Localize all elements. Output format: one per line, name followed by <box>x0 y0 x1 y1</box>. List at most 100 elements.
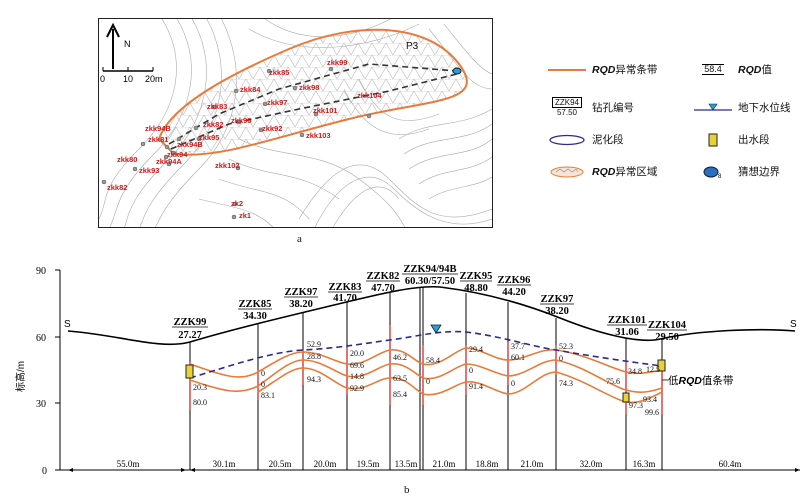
spacing: 13.5m <box>395 459 418 469</box>
bh-name: ZZK99 <box>174 317 207 328</box>
bh-elev: 34.30 <box>243 311 267 322</box>
rqd-value: 74.3 <box>559 379 573 388</box>
bh-label: zkk83 <box>207 102 227 111</box>
water-table-line <box>189 330 663 379</box>
spacing: 21.0m <box>521 459 544 469</box>
bh-name: ZZK95 <box>460 271 493 282</box>
bh-elev: 47.70 <box>371 283 395 294</box>
bh-name: ZZK94/94B <box>403 264 456 275</box>
rqd-value: 34.8 <box>628 367 642 376</box>
rqd-value: 20.0 <box>350 349 364 358</box>
spacing: 20.0m <box>314 459 337 469</box>
spacing: 16.3m <box>633 459 656 469</box>
legend-inferred-boundary: 8 猜想边界 <box>694 164 780 179</box>
rqd-value: 20.3 <box>193 383 207 392</box>
bh-elev: 27.27 <box>178 330 202 341</box>
legend-rqd-value: 58.4 RQD值 <box>702 64 772 76</box>
zone-label: P3 <box>406 41 419 52</box>
scale-bar: 0 10 20m <box>100 67 163 84</box>
legend-borehole-id: ZZK94 57.50 钻孔编号 <box>548 96 634 118</box>
rqd-value: 0 <box>559 354 563 363</box>
bh-elev: 41.70 <box>333 293 357 304</box>
borehole-labels: zkk99 zkk85 zkk98 zkk104 zkk84 zkk83 zkk… <box>107 58 382 220</box>
y-tick: 90 <box>36 266 46 277</box>
contour-map: N 0 10 20m P3 zkk99 zkk85 <box>99 19 492 227</box>
bh-label: zkk95 <box>199 133 219 142</box>
rqd-value: 12.5 <box>646 365 660 374</box>
water-table-marker <box>430 324 442 334</box>
bh-name: ZZK82 <box>367 271 400 282</box>
rqd-values: 20.3 80.0 0 0 83.1 52.9 28.8 94.3 20.0 6… <box>193 340 660 417</box>
bh-label: zkk102 <box>215 161 240 170</box>
rqd-value: 94.3 <box>307 375 321 384</box>
bh-label: zkk84 <box>240 85 261 94</box>
rqd-value: 58.4 <box>426 356 440 365</box>
bh-label: zkk94 <box>167 150 188 159</box>
scale-tick-0: 0 <box>100 74 105 84</box>
rqd-value: 28.8 <box>307 352 321 361</box>
bh-label: zkk93 <box>139 166 159 175</box>
y-tick: 60 <box>36 333 46 344</box>
rqd-value: 99.6 <box>645 408 659 417</box>
bh-name: ZZK85 <box>239 299 272 310</box>
bh-elev: 29.50 <box>655 332 679 343</box>
rqd-value: 92.9 <box>350 384 364 393</box>
y-tick: 30 <box>36 399 46 410</box>
band-note: 低RQD值条带 <box>668 374 733 387</box>
rqd-value: 75.6 <box>606 377 620 386</box>
legend-water-table: 地下水位线 <box>694 100 791 115</box>
rqd-value: 0 <box>511 379 515 388</box>
y-axis-label: 标高/m <box>14 361 27 392</box>
bh-label: zk1 <box>239 211 251 220</box>
svg-text:8: 8 <box>718 174 722 179</box>
rqd-value: 0 <box>426 377 430 386</box>
bh-label: zkk82 <box>107 183 127 192</box>
bh-elev: 60.30/57.50 <box>405 276 455 287</box>
rqd-anomaly-zone <box>157 28 468 156</box>
bh-elev: 44.20 <box>502 287 526 298</box>
bh-label: zkk94A <box>156 157 182 166</box>
bh-label: zkk94B <box>177 140 203 149</box>
rqd-value: 37.7 <box>511 342 525 351</box>
rqd-value: 63.5 <box>393 374 407 383</box>
borehole-points <box>101 66 372 220</box>
rqd-value: 91.4 <box>469 382 483 391</box>
rqd-value: 0 <box>261 369 265 378</box>
section-lines <box>168 63 458 150</box>
north-arrow: N <box>106 22 131 69</box>
legend: RQD异常条带 58.4 RQD值 ZZK94 57.50 钻孔编号 地下水位线… <box>548 62 798 192</box>
ground-surface <box>67 285 796 346</box>
rqd-value: 0 <box>261 380 265 389</box>
outflow-marker <box>622 392 630 403</box>
legend-outflow: 出水段 <box>694 132 770 147</box>
bh-name: ZZK101 <box>608 315 646 326</box>
bh-name: ZZK97 <box>541 294 574 305</box>
bh-label: zkk92 <box>262 124 282 133</box>
bh-label: zkk85 <box>269 68 289 77</box>
bh-label: zkk82 <box>203 120 223 129</box>
scale-tick-10: 10 <box>123 74 133 84</box>
section-end-right: S <box>790 319 797 330</box>
rqd-value: 85.4 <box>393 390 407 399</box>
y-axis: 90 60 30 0 标高/m <box>14 266 61 477</box>
spacing-labels: 55.0m 30.1m 20.5m 20.0m 19.5m 13.5m 21.0… <box>117 459 742 469</box>
rqd-value: 97.3 <box>629 401 643 410</box>
bh-label: zkk94B <box>145 124 171 133</box>
borehole-headers: ZZK99 27.27 ZZK85 34.30 ZZK97 38.20 ZZK8… <box>172 264 687 343</box>
bh-name: ZZK96 <box>498 275 531 286</box>
spacing: 55.0m <box>117 459 140 469</box>
outflow-marker <box>185 364 194 379</box>
rqd-value: 52.3 <box>559 342 573 351</box>
spacing: 20.5m <box>269 459 292 469</box>
bh-label: zk2 <box>231 199 243 208</box>
spacing: 32.0m <box>580 459 603 469</box>
bh-label: zkk96 <box>231 116 251 125</box>
rqd-value: 0 <box>469 366 473 375</box>
section-end-left: S <box>64 319 71 330</box>
cross-section: 90 60 30 0 标高/m S S <box>14 264 800 477</box>
bh-label: zkk99 <box>327 58 347 67</box>
caption-a: a <box>297 233 302 245</box>
bh-elev: 31.06 <box>615 327 639 338</box>
y-tick: 0 <box>42 466 47 477</box>
bh-label: zkk97 <box>267 98 287 107</box>
